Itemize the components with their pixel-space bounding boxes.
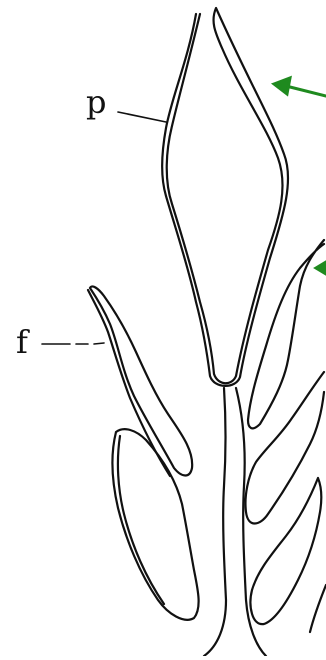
leader-line-p bbox=[118, 112, 166, 122]
lobe-right-middle-outline bbox=[245, 372, 324, 524]
arrow-top-shaft bbox=[286, 86, 326, 96]
lobe-p-outline bbox=[162, 8, 288, 386]
lobe-lower-left-outline bbox=[112, 429, 198, 620]
label-f: f bbox=[16, 326, 28, 358]
arrow-right-head bbox=[316, 262, 326, 274]
lobe-right-outline bbox=[248, 240, 324, 428]
lobe-f-outline bbox=[88, 286, 192, 476]
label-p: p bbox=[86, 86, 106, 118]
arrow-top-head bbox=[274, 78, 290, 94]
lobe-right-lower-outline bbox=[251, 478, 322, 624]
stub-right-edge bbox=[310, 585, 326, 632]
stem-left-edge bbox=[204, 388, 226, 656]
leader-line-f bbox=[42, 343, 104, 344]
